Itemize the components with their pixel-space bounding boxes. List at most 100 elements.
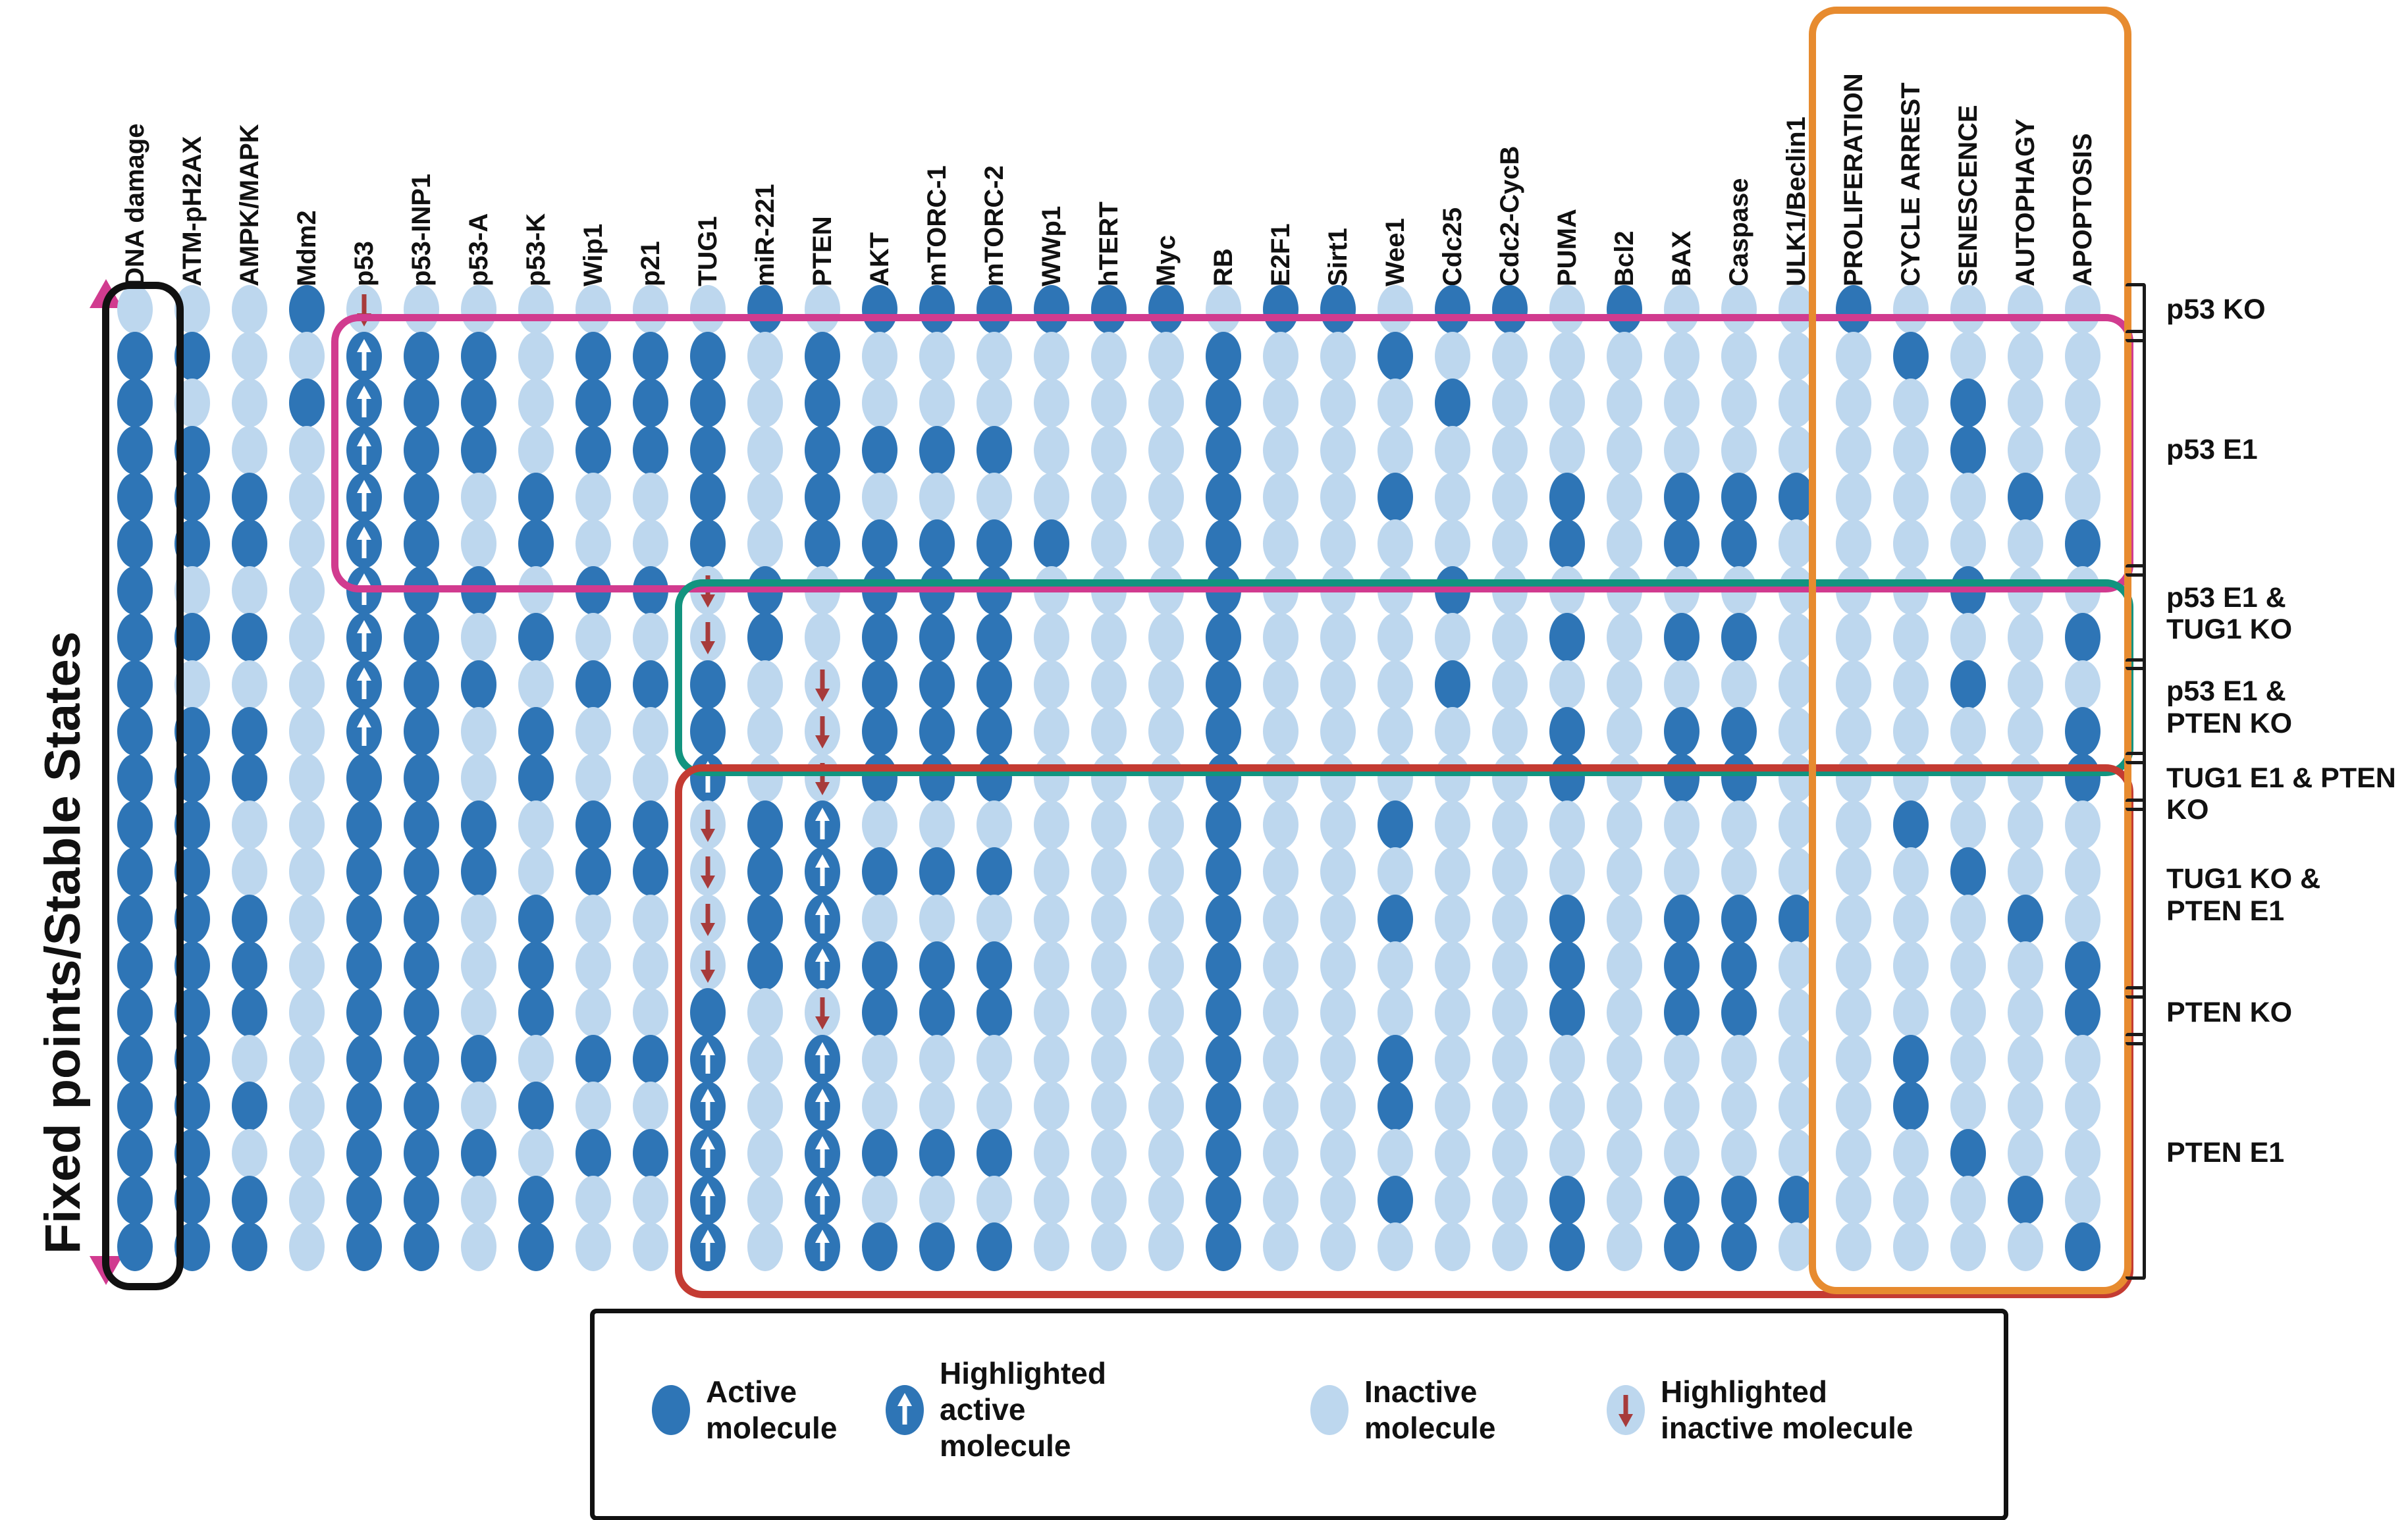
up-arrow-icon (690, 1222, 726, 1271)
down-arrow-icon (690, 613, 726, 662)
cell-dot (232, 332, 267, 381)
up-arrow-icon (346, 566, 382, 615)
cell-dot (862, 425, 897, 475)
cell-dot (1091, 1222, 1127, 1271)
cell-dot (919, 425, 955, 475)
cell-dot (1836, 941, 1871, 990)
cell-dot (346, 706, 382, 756)
cell-dot (747, 754, 783, 802)
cell-dot (1206, 660, 1241, 709)
cell-dot (862, 332, 897, 381)
cell-dot (1435, 472, 1470, 521)
cell-dot (1607, 754, 1642, 802)
cell-dot (1779, 1128, 1814, 1178)
column-header-p21: p21 (636, 241, 665, 286)
legend-label-U: Highlighted active molecule (940, 1356, 1106, 1463)
cell-dot (404, 1222, 439, 1271)
cell-dot (117, 425, 153, 475)
column-header-p53-k: p53-K (522, 213, 550, 286)
legend-label-D: Highlighted inactive molecule (1661, 1374, 1913, 1445)
cell-dot (1836, 1082, 1871, 1131)
cell-dot (404, 379, 439, 428)
cell-dot (1836, 425, 1871, 475)
cell-dot (289, 1222, 325, 1271)
cell-dot (1607, 1222, 1642, 1271)
cell-dot (346, 1175, 382, 1224)
cell-dot (1549, 379, 1585, 428)
cell-dot (1950, 941, 1986, 990)
cell-dot (518, 800, 554, 850)
cell-dot (1492, 1082, 1528, 1131)
cell-dot (1664, 800, 1699, 850)
legend-dot-i (1310, 1385, 1349, 1435)
cell-dot (977, 1222, 1012, 1271)
cell-dot (404, 1082, 439, 1131)
cell-dot (518, 1175, 554, 1224)
cell-dot (805, 800, 840, 850)
cell-dot (690, 941, 726, 990)
cell-dot (919, 847, 955, 897)
column-header-dna-damage: DNA damage (120, 123, 149, 286)
cell-dot (1492, 941, 1528, 990)
cell-dot (1435, 1128, 1470, 1178)
cell-dot (633, 894, 668, 943)
cell-dot (1893, 941, 1929, 990)
column-header-tug1: TUG1 (693, 216, 722, 286)
cell-dot (575, 1128, 611, 1178)
cell-dot (346, 1222, 382, 1271)
cell-dot (289, 285, 325, 334)
legend-dot-U (886, 1385, 924, 1435)
cell-dot (518, 1128, 554, 1178)
cell-dot (1091, 1175, 1127, 1224)
cell-dot (518, 332, 554, 381)
cell-dot (1206, 894, 1241, 943)
cell-dot (575, 1035, 611, 1084)
cell-dot (1148, 1222, 1184, 1271)
cell-dot (1950, 1128, 1986, 1178)
cell-dot (575, 941, 611, 990)
cell-dot (1378, 1128, 1413, 1178)
cell-dot (404, 472, 439, 521)
cell-dot (747, 1222, 783, 1271)
cell-dot (1950, 379, 1986, 428)
cell-dot (1950, 1082, 1986, 1131)
cell-dot (1549, 1128, 1585, 1178)
cell-dot (1779, 894, 1814, 943)
row-group-label: p53 E1 & PTEN KO (2166, 675, 2293, 739)
cell-dot (404, 847, 439, 897)
cell-dot (1664, 425, 1699, 475)
cell-dot (1836, 847, 1871, 897)
cell-dot (805, 660, 840, 709)
cell-dot (977, 332, 1012, 381)
down-arrow-icon (805, 707, 840, 756)
cell-dot (461, 285, 496, 334)
cell-dot (1378, 519, 1413, 568)
cell-dot (1492, 285, 1528, 334)
cell-dot (2008, 519, 2043, 568)
cell-dot (1492, 379, 1528, 428)
cell-dot (1378, 754, 1413, 802)
cell-dot (346, 847, 382, 897)
cell-dot (862, 1128, 897, 1178)
cell-dot (461, 425, 496, 475)
cell-dot (575, 285, 611, 334)
cell-dot (1206, 425, 1241, 475)
cell-dot (633, 660, 668, 709)
cell-dot (1206, 1035, 1241, 1084)
cell-dot (977, 941, 1012, 990)
cell-dot (1206, 754, 1241, 802)
cell-dot (1206, 519, 1241, 568)
cell-dot (404, 894, 439, 943)
cell-dot (1893, 1082, 1929, 1131)
cell-dot (2065, 425, 2100, 475)
cell-dot (1779, 1082, 1814, 1131)
column-header-ulk1-beclin1: ULK1/Beclin1 (1782, 117, 1811, 286)
cell-dot (289, 425, 325, 475)
cell-dot (633, 847, 668, 897)
row-group-bracket (2126, 799, 2146, 999)
cell-dot (1492, 613, 1528, 662)
cell-dot (805, 1082, 840, 1131)
cell-dot (518, 1035, 554, 1084)
cell-dot (1320, 613, 1356, 662)
cell-dot (1549, 1222, 1585, 1271)
